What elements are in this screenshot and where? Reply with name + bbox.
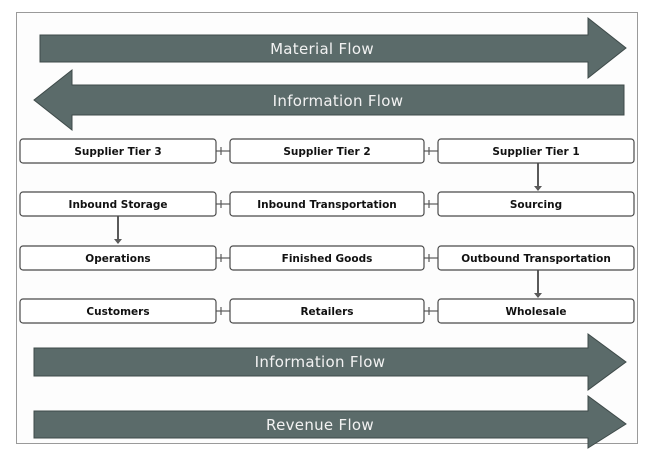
box-supplier-tier-2-label: Supplier Tier 2 (283, 146, 370, 158)
box-operations-label: Operations (85, 253, 150, 265)
box-inbound-transportation-border (229, 191, 425, 217)
box-supplier-tier-3: Supplier Tier 3 (19, 138, 217, 164)
box-operations-border (19, 245, 217, 271)
link-outbound-transportation-to-wholesale-arrowhead (534, 293, 542, 298)
box-outbound-transportation: Outbound Transportation (437, 245, 635, 271)
information-flow-bottom-arrow-shape (33, 333, 627, 391)
box-finished-goods: Finished Goods (229, 245, 425, 271)
material-flow-arrow-shape (39, 16, 627, 80)
box-supplier-tier-1: Supplier Tier 1 (437, 138, 635, 164)
information-flow-top-label: Information Flow (273, 92, 404, 110)
information-flow-bottom-label: Information Flow (255, 353, 386, 371)
box-retailers: Retailers (229, 298, 425, 324)
box-finished-goods-label: Finished Goods (282, 253, 373, 265)
box-customers: Customers (19, 298, 217, 324)
box-inbound-storage: Inbound Storage (19, 191, 217, 217)
box-finished-goods-border (229, 245, 425, 271)
box-inbound-storage-label: Inbound Storage (69, 199, 168, 211)
box-supplier-tier-3-label: Supplier Tier 3 (74, 146, 161, 158)
box-retailers-label: Retailers (300, 306, 353, 318)
box-customers-label: Customers (86, 306, 149, 318)
box-sourcing-border (437, 191, 635, 217)
box-supplier-tier-3-border (19, 138, 217, 164)
information-flow-top-arrow-shape (33, 68, 625, 132)
box-supplier-tier-1-label: Supplier Tier 1 (492, 146, 579, 158)
material-flow-label: Material Flow (270, 40, 374, 58)
row-connectors (216, 147, 438, 315)
vertical-connectors (114, 163, 542, 298)
revenue-flow-arrow: Revenue Flow (33, 395, 627, 449)
box-inbound-transportation: Inbound Transportation (229, 191, 425, 217)
information-flow-top-arrow: Information Flow (33, 68, 625, 132)
box-supplier-tier-2-border (229, 138, 425, 164)
box-supplier-tier-1-border (437, 138, 635, 164)
box-outbound-transportation-border (437, 245, 635, 271)
box-wholesale-label: Wholesale (505, 306, 566, 318)
link-supplier-tier-1-to-sourcing-arrowhead (534, 186, 542, 191)
box-customers-border (19, 298, 217, 324)
box-sourcing: Sourcing (437, 191, 635, 217)
box-wholesale: Wholesale (437, 298, 635, 324)
box-wholesale-border (437, 298, 635, 324)
box-supplier-tier-2: Supplier Tier 2 (229, 138, 425, 164)
box-outbound-transportation-label: Outbound Transportation (461, 253, 611, 265)
link-inbound-storage-to-operations-arrowhead (114, 239, 122, 244)
information-flow-bottom-arrow: Information Flow (33, 333, 627, 391)
box-sourcing-label: Sourcing (510, 199, 562, 211)
box-inbound-transportation-label: Inbound Transportation (257, 199, 397, 211)
box-retailers-border (229, 298, 425, 324)
revenue-flow-arrow-shape (33, 395, 627, 449)
box-inbound-storage-border (19, 191, 217, 217)
revenue-flow-label: Revenue Flow (266, 416, 374, 434)
box-operations: Operations (19, 245, 217, 271)
material-flow-arrow: Material Flow (39, 16, 627, 80)
